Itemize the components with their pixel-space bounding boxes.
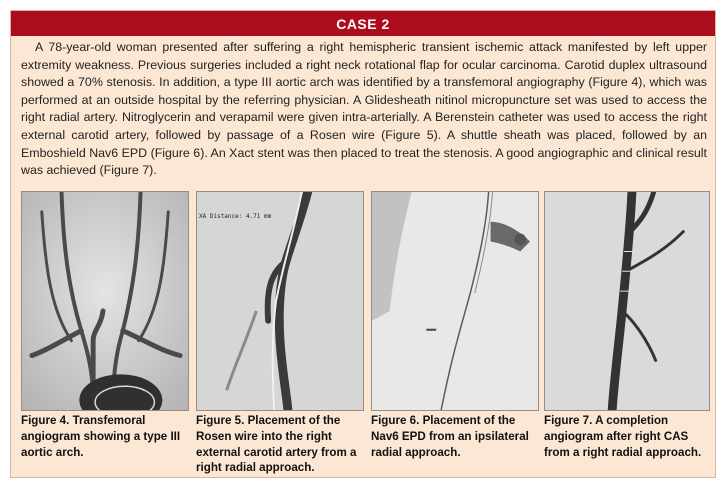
figure-4-caption: Figure 4. Transfemoral angiogram showing…: [21, 413, 189, 460]
figure-6-caption: Figure 6. Placement of the Nav6 EPD from…: [371, 413, 543, 460]
figure-5-image: [196, 191, 364, 411]
figure-5-label: Figure 5.: [196, 414, 245, 427]
figure-7-label: Figure 7.: [544, 414, 593, 427]
figure-4-label: Figure 4.: [21, 414, 70, 427]
figure-4-image: [21, 191, 189, 411]
figure-7-image: [544, 191, 710, 411]
figure-6-image: [371, 191, 539, 411]
case-box: CASE 2 A 78-year-old woman presented aft…: [10, 10, 716, 478]
case-title: CASE 2: [336, 15, 390, 32]
figure-6-text: Placement of the Nav6 EPD from an ipsila…: [371, 414, 529, 459]
figure-5-text: Placement of the Rosen wire into the rig…: [196, 414, 357, 475]
figure-5-measure-label: XA Distance: 4.71 mm: [199, 213, 272, 220]
case-paragraph: A 78-year-old woman presented after suff…: [21, 40, 707, 178]
figure-6-label: Figure 6.: [371, 414, 420, 427]
figure-5-caption: Figure 5. Placement of the Rosen wire in…: [196, 413, 366, 476]
figure-7-caption: Figure 7. A completion angiogram after r…: [544, 413, 714, 460]
figure-4-text: Transfemoral angiogram showing a type II…: [21, 414, 181, 459]
case-description: A 78-year-old woman presented after suff…: [21, 39, 707, 180]
figure-7-text: A completion angiogram after right CAS f…: [544, 414, 702, 459]
case-header: CASE 2: [11, 11, 715, 36]
